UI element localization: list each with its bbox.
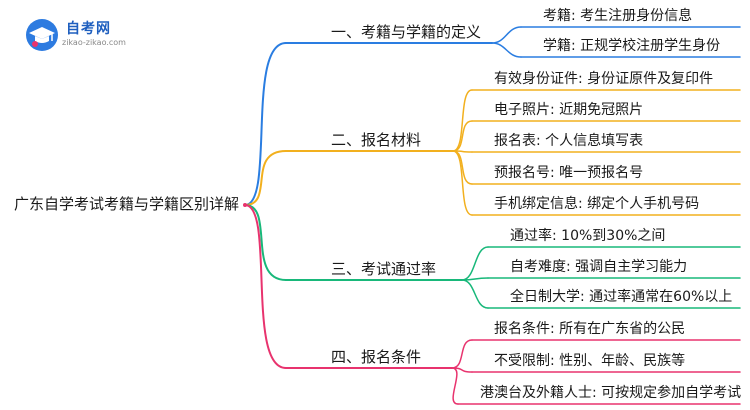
branch-materials: 二、报名材料 — [331, 131, 422, 149]
leaf-pre-number: 预报名号: 唯一预报名号 — [494, 165, 644, 181]
leaf-connector-0-0 — [491, 26, 522, 44]
leaf-difficulty: 自考难度: 强调自主学习能力 — [510, 259, 688, 275]
leaf-fulltime: 全日制大学: 通过率通常在60%以上 — [510, 289, 733, 305]
leaf-phone: 手机绑定信息: 绑定个人手机号码 — [494, 196, 700, 212]
leaf-connector-2-0 — [461, 246, 489, 281]
logo-name: 自考网 — [66, 21, 111, 37]
branch-pass-rate: 三、考试通过率 — [331, 260, 437, 278]
branch-connector-0 — [244, 42, 287, 206]
branch-definitions: 一、考籍与学籍的定义 — [331, 23, 482, 41]
root-topic: 广东自学考试考籍与学籍区别详解 — [14, 195, 240, 213]
leaf-pass-rate: 通过率: 10%到30%之间 — [510, 228, 666, 244]
leaf-xueji: 学籍: 正规学校注册学生身份 — [543, 38, 721, 54]
logo-url: zikao-zikao.com — [62, 38, 126, 47]
leaf-connector-0-1 — [491, 42, 522, 58]
leaf-connector-3-2 — [451, 367, 459, 405]
leaf-connector-2-2 — [461, 279, 489, 309]
leaf-eligibility: 报名条件: 所有在广东省的公民 — [494, 321, 686, 337]
leaf-id-card: 有效身份证件: 身份证原件及复印件 — [494, 71, 714, 87]
leaf-no-limit: 不受限制: 性别、年龄、民族等 — [494, 353, 686, 369]
leaf-photo: 电子照片: 近期免冠照片 — [494, 102, 644, 118]
branch-connector-1 — [244, 150, 287, 206]
leaf-connector-1-0 — [452, 89, 473, 152]
leaf-connector-3-0 — [451, 339, 473, 369]
graduation-cap-icon — [26, 19, 58, 51]
root-connector-dot — [243, 203, 247, 207]
leaf-kaoji: 考籍: 考生注册身份信息 — [543, 8, 693, 24]
leaf-connector-1-4 — [452, 150, 473, 216]
leaf-connector-1-1 — [452, 120, 473, 152]
site-logo: 自考网 zikao-zikao.com — [26, 16, 134, 56]
branch-conditions: 四、报名条件 — [331, 348, 422, 366]
branch-connector-3 — [244, 204, 287, 369]
leaf-foreign: 港澳台及外籍人士: 可按规定参加自学考试 — [480, 385, 742, 401]
leaf-form: 报名表: 个人信息填写表 — [494, 133, 644, 149]
branch-connector-2 — [244, 204, 287, 281]
